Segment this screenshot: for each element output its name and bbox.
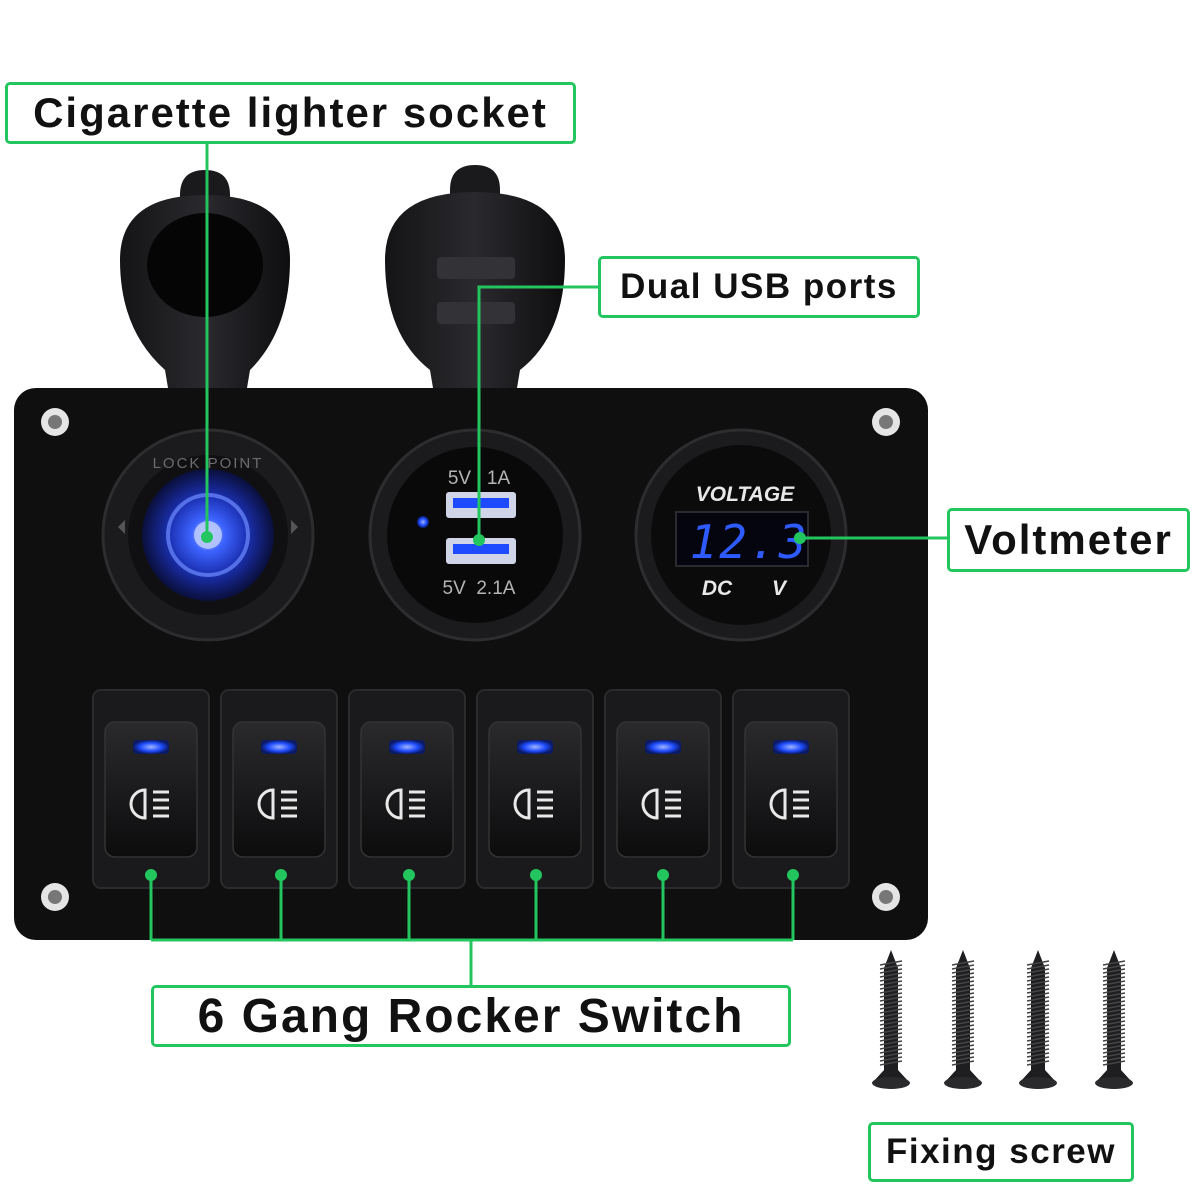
fixing-screw-4 <box>1095 950 1133 1089</box>
switch-callout-dot <box>403 869 415 881</box>
lighter-cap <box>120 170 290 430</box>
mounting-holes <box>41 408 900 911</box>
fixing-screw-label: Fixing screw <box>868 1122 1134 1182</box>
switch-led-indicator <box>261 740 297 754</box>
usb-ports-label: Dual USB ports <box>598 256 920 318</box>
callout-lines <box>151 144 947 985</box>
dual-usb-socket: 5V 1A 5V 2.1A <box>368 428 582 642</box>
rocker-switch-5[interactable] <box>604 689 722 889</box>
usb-rating-bottom: 5V 2.1A <box>443 578 516 599</box>
voltmeter: VOLTAGE 12.3 DC V <box>634 428 848 642</box>
switch-led-indicator <box>389 740 425 754</box>
fixing-screw-2 <box>944 950 982 1089</box>
switch-callout-dot <box>145 869 157 881</box>
voltmeter-title: VOLTAGE <box>696 483 795 506</box>
rocker-switch-4[interactable] <box>476 689 594 889</box>
headlight-icon <box>769 788 809 820</box>
voltmeter-display <box>675 511 809 567</box>
voltmeter-dc: DC <box>702 577 733 600</box>
switch-callout-lines <box>145 869 799 940</box>
switch-led-indicator <box>133 740 169 754</box>
usb-cap <box>385 165 565 430</box>
switch-led-indicator <box>645 740 681 754</box>
switch-led-indicator <box>517 740 553 754</box>
switch-callout-dot <box>787 869 799 881</box>
fixing-screw-1 <box>872 950 910 1089</box>
headlight-icon <box>641 788 681 820</box>
voltmeter-label: Voltmeter <box>947 508 1190 572</box>
voltmeter-v: V <box>772 577 788 600</box>
callout-dots <box>201 531 806 546</box>
rocker-switch-label: 6 Gang Rocker Switch <box>151 985 791 1047</box>
rocker-switch-6[interactable] <box>732 689 850 889</box>
headlight-icon <box>385 788 425 820</box>
usb-indicator-led <box>417 516 429 528</box>
rocker-switch-group <box>92 689 850 889</box>
switch-callout-dot <box>275 869 287 881</box>
switch-callout-dot <box>657 869 669 881</box>
headlight-icon <box>129 788 169 820</box>
voltmeter-reading: 12.3 <box>690 515 809 569</box>
cigarette-lighter-label: Cigarette lighter socket <box>5 82 576 144</box>
rocker-switch-3[interactable] <box>348 689 466 889</box>
headlight-icon <box>257 788 297 820</box>
rocker-switch-1[interactable] <box>92 689 210 889</box>
fixing-screws <box>872 950 1133 1089</box>
rocker-switch-2[interactable] <box>220 689 338 889</box>
switch-callout-dot <box>530 869 542 881</box>
headlight-icon <box>513 788 553 820</box>
switch-led-indicator <box>773 740 809 754</box>
fixing-screw-3 <box>1019 950 1057 1089</box>
